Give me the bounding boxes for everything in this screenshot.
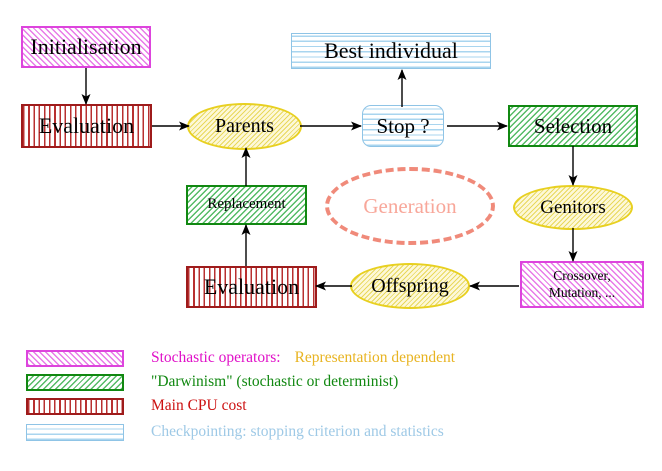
node-parents-label: Parents: [215, 115, 274, 137]
legend-row-stochastic: Stochastic operators: Representation dep…: [26, 348, 455, 368]
node-best-individual-label: Best individual: [324, 38, 458, 64]
legend-label-darwinism: "Darwinism" (stochastic or determinist): [151, 373, 399, 390]
node-stop-label: Stop ?: [376, 113, 430, 138]
legend-row-cpu-cost: Main CPU cost: [26, 396, 247, 416]
node-offspring[interactable]: Offspring: [350, 263, 470, 309]
node-offspring-label: Offspring: [371, 274, 449, 297]
node-initialisation-label: Initialisation: [30, 34, 142, 60]
legend-row-checkpointing: Checkpointing: stopping criterion and st…: [26, 422, 444, 442]
legend-swatch-magenta-diagonal-hatch: [26, 349, 124, 367]
node-selection-label: Selection: [533, 113, 613, 138]
node-evaluation-top[interactable]: Evaluation: [21, 104, 152, 148]
node-evaluation-bottom-label: Evaluation: [203, 274, 300, 300]
node-genitors[interactable]: Genitors: [513, 185, 633, 230]
legend-label-checkpointing: Checkpointing: stopping criterion and st…: [151, 423, 444, 440]
node-generation-label: Generation: [363, 193, 457, 218]
node-generation: Generation: [325, 167, 495, 245]
legend-label-main-cpu-cost: Main CPU cost: [151, 397, 247, 414]
legend-row-darwinism: "Darwinism" (stochastic or determinist): [26, 372, 398, 392]
node-crossover-mutation[interactable]: Crossover, Mutation, ...: [520, 261, 644, 308]
node-selection[interactable]: Selection: [508, 105, 638, 147]
node-best-individual[interactable]: Best individual: [291, 33, 491, 69]
node-evaluation-bottom[interactable]: Evaluation: [186, 266, 317, 308]
node-parents[interactable]: Parents: [187, 103, 302, 150]
node-crossover-mutation-label: Crossover, Mutation, ...: [548, 267, 616, 300]
node-replacement[interactable]: Replacement: [186, 185, 307, 225]
legend-swatch-blue-horizontal-hatch: [26, 423, 124, 441]
legend-label-stochastic-operators: Stochastic operators:: [151, 349, 281, 366]
node-initialisation[interactable]: Initialisation: [21, 26, 151, 68]
legend-swatch-green-diagonal-hatch: [26, 373, 124, 391]
legend-label-representation-dependent: Representation dependent: [294, 349, 456, 366]
node-evaluation-top-label: Evaluation: [38, 113, 135, 139]
node-stop[interactable]: Stop ?: [362, 105, 444, 147]
node-replacement-label: Replacement: [207, 196, 286, 213]
node-genitors-label: Genitors: [540, 196, 606, 218]
legend-swatch-red-vertical-hatch: [26, 397, 124, 415]
